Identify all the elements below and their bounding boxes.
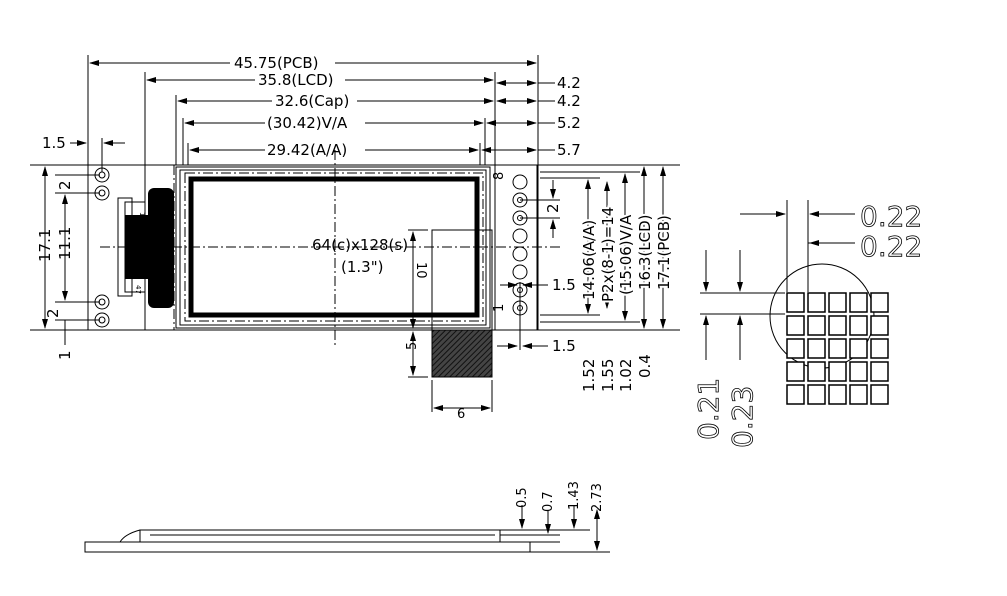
aa-height-label: 14.06(A/A) bbox=[580, 220, 598, 300]
pixel-cell bbox=[870, 315, 889, 336]
chip-pin-label: 1 bbox=[138, 212, 146, 216]
pin-offset-label: 1.5 bbox=[42, 134, 66, 152]
pixel-cell bbox=[870, 384, 889, 405]
pixel-cell bbox=[786, 361, 805, 382]
thickness-label: 2.73 bbox=[590, 483, 605, 512]
bottom-offset-label: 1.52 bbox=[580, 359, 598, 392]
pin-offset-label: 1.5 bbox=[552, 276, 576, 294]
pitch-label: 2 bbox=[44, 308, 62, 318]
va-height-label: (15.06)V/A bbox=[617, 214, 635, 295]
pitch-label: 2 bbox=[544, 203, 562, 213]
connector-chip bbox=[148, 188, 174, 308]
pixel-cell bbox=[807, 361, 826, 382]
pixel-cell bbox=[870, 338, 889, 359]
fpc-height-label: 10 bbox=[413, 262, 428, 279]
pcb-height-label: 17.1(PCB) bbox=[655, 215, 673, 290]
pixel-cell bbox=[849, 361, 868, 382]
pixel-cell bbox=[786, 384, 805, 405]
side-view: 0.5 0.7 1.43 2.73 bbox=[84, 481, 610, 553]
pixel-pitch-label: 0.22 bbox=[860, 230, 922, 263]
pixel-cell bbox=[807, 338, 826, 359]
pixel-cell bbox=[870, 361, 889, 382]
fpc-width-label: 6 bbox=[457, 407, 465, 422]
pixel-vpitch-label: 0.23 bbox=[726, 386, 759, 448]
bottom-offset-label: 1 bbox=[56, 350, 74, 360]
offset-label: 4.2 bbox=[557, 92, 581, 110]
thickness-label: 0.7 bbox=[541, 491, 556, 512]
pixel-cell bbox=[786, 315, 805, 336]
bottom-offset-label: 1.02 bbox=[617, 359, 635, 392]
pixel-cell bbox=[807, 315, 826, 336]
pixel-height-label: 0.21 bbox=[692, 378, 725, 440]
va-width-label: (30.42)V/A bbox=[267, 114, 348, 132]
right-dimensions: 2 1.5 1.5 14.06(A/A) P2x(8-1)=14 (15.06)… bbox=[497, 166, 675, 392]
offset-label: 5.2 bbox=[557, 114, 581, 132]
thickness-label: 1.43 bbox=[567, 481, 582, 510]
pin-1-label: 1 bbox=[492, 304, 507, 312]
pin-offset-label: 1.5 bbox=[552, 337, 576, 355]
pixel-cell bbox=[828, 361, 847, 382]
pixel-cell bbox=[828, 384, 847, 405]
pixel-cell bbox=[828, 292, 847, 313]
left-dimensions: 1.5 17.1 11.1 2 2 1 bbox=[36, 134, 125, 360]
pixel-cell bbox=[807, 384, 826, 405]
fpc-tail-label: 5 bbox=[405, 342, 420, 350]
lcd-width-label: 35.8(LCD) bbox=[258, 71, 333, 89]
height-label: 17.1 bbox=[36, 229, 54, 262]
thickness-label: 0.5 bbox=[515, 487, 530, 508]
diagonal-size-label: (1.3") bbox=[341, 258, 383, 276]
fpc-tail: 10 5 6 bbox=[405, 229, 493, 422]
pixel-cell bbox=[786, 292, 805, 313]
pixel-cell bbox=[849, 338, 868, 359]
pixel-cell bbox=[828, 338, 847, 359]
pcb-front-view: 64(c)x128(s) (1.3") 1 47 8 1 bbox=[30, 150, 680, 345]
aa-width-label: 29.42(A/A) bbox=[267, 141, 347, 159]
pixel-cell bbox=[786, 338, 805, 359]
resolution-label: 64(c)x128(s) bbox=[312, 236, 408, 254]
pixel-cell bbox=[849, 315, 868, 336]
pixel-detail: 0.22 0.22 0.21 0.23 bbox=[692, 200, 923, 449]
offset-label: 5.7 bbox=[557, 141, 581, 159]
pixel-cell bbox=[849, 292, 868, 313]
pitch-label: 2 bbox=[56, 180, 74, 190]
pixel-cell bbox=[828, 315, 847, 336]
bottom-offset-label: 1.55 bbox=[599, 359, 617, 392]
pixel-cell bbox=[807, 292, 826, 313]
bottom-offset-label: 0.4 bbox=[636, 354, 654, 378]
pin-8-label: 8 bbox=[492, 172, 507, 180]
pixel-cell bbox=[870, 292, 889, 313]
pixel-width-label: 0.22 bbox=[860, 200, 922, 233]
pitch-total-label: P2x(8-1)=14 bbox=[599, 207, 617, 302]
offset-label: 4.2 bbox=[557, 74, 581, 92]
chip-pin-label: 47 bbox=[134, 285, 142, 294]
top-dimensions: 45.75(PCB) 35.8(LCD) 32.6(Cap) (30.42)V/… bbox=[87, 54, 581, 165]
pcb-width-label: 45.75(PCB) bbox=[234, 54, 318, 72]
lcd-height-label: 16.3(LCD) bbox=[636, 215, 654, 290]
pin-span-label: 11.1 bbox=[56, 227, 74, 260]
cap-width-label: 32.6(Cap) bbox=[275, 92, 349, 110]
pixel-cell bbox=[849, 384, 868, 405]
